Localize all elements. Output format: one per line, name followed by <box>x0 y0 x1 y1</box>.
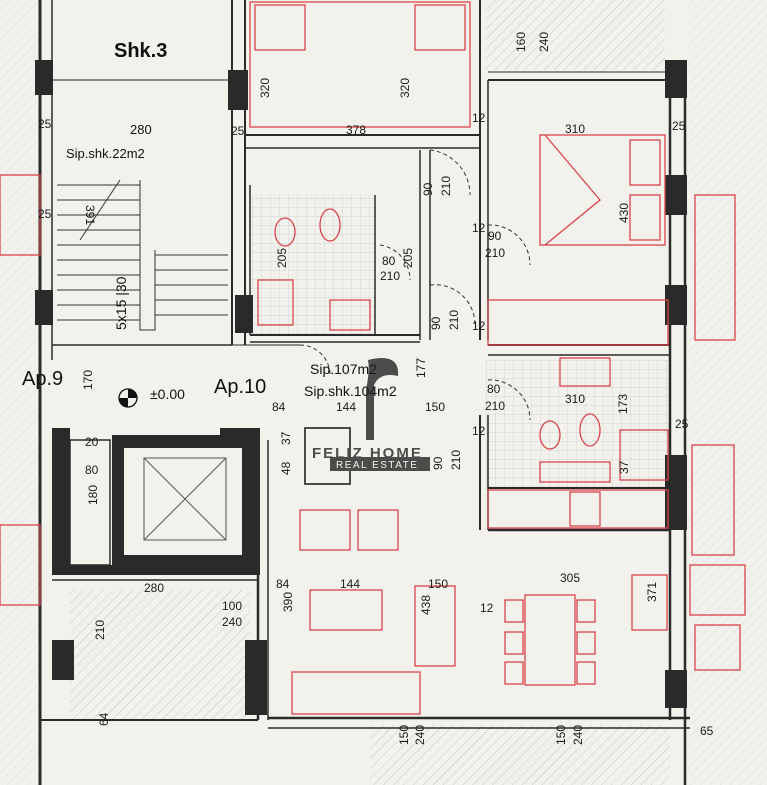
dim-bot-240-b: 240 <box>571 725 585 745</box>
stair-area: Sip.shk.22m2 <box>66 146 145 161</box>
dim-door-90-c: 90 <box>429 316 443 330</box>
dim-bath2-310: 310 <box>565 392 585 406</box>
dim-wall-12-c: 12 <box>472 319 486 333</box>
dim-hall-37: 37 <box>279 431 293 445</box>
dim-hall-144: 144 <box>336 400 356 414</box>
dim-bal-100: 100 <box>222 599 242 613</box>
stair-steps: 5x15 |30 <box>113 276 129 330</box>
dim-door-90-a: 90 <box>421 182 435 196</box>
dim-liv-12: 12 <box>480 601 494 615</box>
dim-bath2-90: 90 <box>431 456 445 470</box>
dim-liv-390: 390 <box>281 592 295 612</box>
dim-bot-150-a: 150 <box>397 725 411 745</box>
dim-bot-65: 65 <box>700 724 714 738</box>
dim-bath2-210b: 210 <box>449 450 463 470</box>
dim-bed-h: 430 <box>617 203 631 223</box>
dim-bath2-37: 37 <box>617 460 631 474</box>
staircase <box>57 179 228 331</box>
dim-25-c: 25 <box>38 207 52 221</box>
dim-door-80-a: 80 <box>382 254 396 268</box>
dim-liv-438: 438 <box>419 595 433 615</box>
apartment-area: Sip.107m2 <box>310 361 377 377</box>
dim-door-210-c: 210 <box>485 246 505 260</box>
watermark-tagline: REAL ESTATE <box>336 460 418 471</box>
dim-left-180: 180 <box>86 485 100 505</box>
dim-bal-240: 240 <box>222 615 242 629</box>
apartment-right-label: Ap.10 <box>214 376 266 398</box>
dim-bath-205-b: 205 <box>401 248 415 268</box>
dim-door-210-d: 210 <box>447 310 461 330</box>
dim-door-90-b: 90 <box>488 229 502 243</box>
apartment-area-shk: Sip.shk.104m2 <box>304 383 397 399</box>
dim-bed-w: 310 <box>565 122 585 136</box>
dim-hall-150: 150 <box>425 400 445 414</box>
dim-liv-144: 144 <box>340 577 360 591</box>
dim-liv-280: 280 <box>144 581 164 595</box>
pillars <box>35 60 687 715</box>
dim-hall-48: 48 <box>279 461 293 475</box>
dim-liv-305: 305 <box>560 571 580 585</box>
dim-bot-240-a: 240 <box>413 725 427 745</box>
dim-top-room-h-left: 320 <box>258 78 272 98</box>
stair-run: 391 <box>83 205 97 225</box>
dim-hall-177: 177 <box>414 358 428 378</box>
dim-right-25: 25 <box>675 417 689 431</box>
level-mark: ±0.00 <box>150 386 185 402</box>
stair-title: Shk.3 <box>114 40 167 62</box>
dim-wall-12-a: 12 <box>472 111 486 125</box>
dim-liv-150: 150 <box>428 577 448 591</box>
dim-hall-84: 84 <box>272 400 286 414</box>
dim-liv-84: 84 <box>276 577 290 591</box>
dim-bath2-80: 80 <box>487 382 501 396</box>
dim-25-a: 25 <box>231 124 245 138</box>
dim-bath2-173: 173 <box>616 394 630 414</box>
dim-left-20: 20 <box>85 435 99 449</box>
door-swings <box>299 149 531 421</box>
dim-door-210-b: 210 <box>439 176 453 196</box>
dim-balcony-240: 240 <box>537 32 551 52</box>
elevator-shaft <box>52 428 260 575</box>
dim-bath2-210: 210 <box>485 399 505 413</box>
furniture <box>0 1 746 715</box>
dim-liv-371: 371 <box>645 582 659 602</box>
dimensions: 378 320 320 25 25 25 160 240 310 430 25 … <box>38 32 714 745</box>
dim-left-170: 170 <box>81 370 95 390</box>
dim-25-b: 25 <box>38 117 52 131</box>
dim-door-210-a: 210 <box>380 269 400 283</box>
dim-bal-64: 64 <box>97 712 111 726</box>
dim-bot-150-b: 150 <box>554 725 568 745</box>
dim-top-room-w: 378 <box>346 123 366 137</box>
dim-balcony-160: 160 <box>514 32 528 52</box>
apartment-left-label: Ap.9 <box>22 368 63 390</box>
dim-bath-205-a: 205 <box>275 248 289 268</box>
stair-dim-top: 280 <box>130 122 152 137</box>
dim-wall-12-b: 12 <box>472 221 486 235</box>
dim-top-room-h-right: 320 <box>398 78 412 98</box>
dim-bed-25: 25 <box>672 119 686 133</box>
level-marker-icon <box>118 388 138 408</box>
dim-left-80: 80 <box>85 463 99 477</box>
watermark: FELIZ HOME REAL ESTATE <box>304 358 430 485</box>
dim-bal-210: 210 <box>93 620 107 640</box>
dim-wall-12-d: 12 <box>472 424 486 438</box>
